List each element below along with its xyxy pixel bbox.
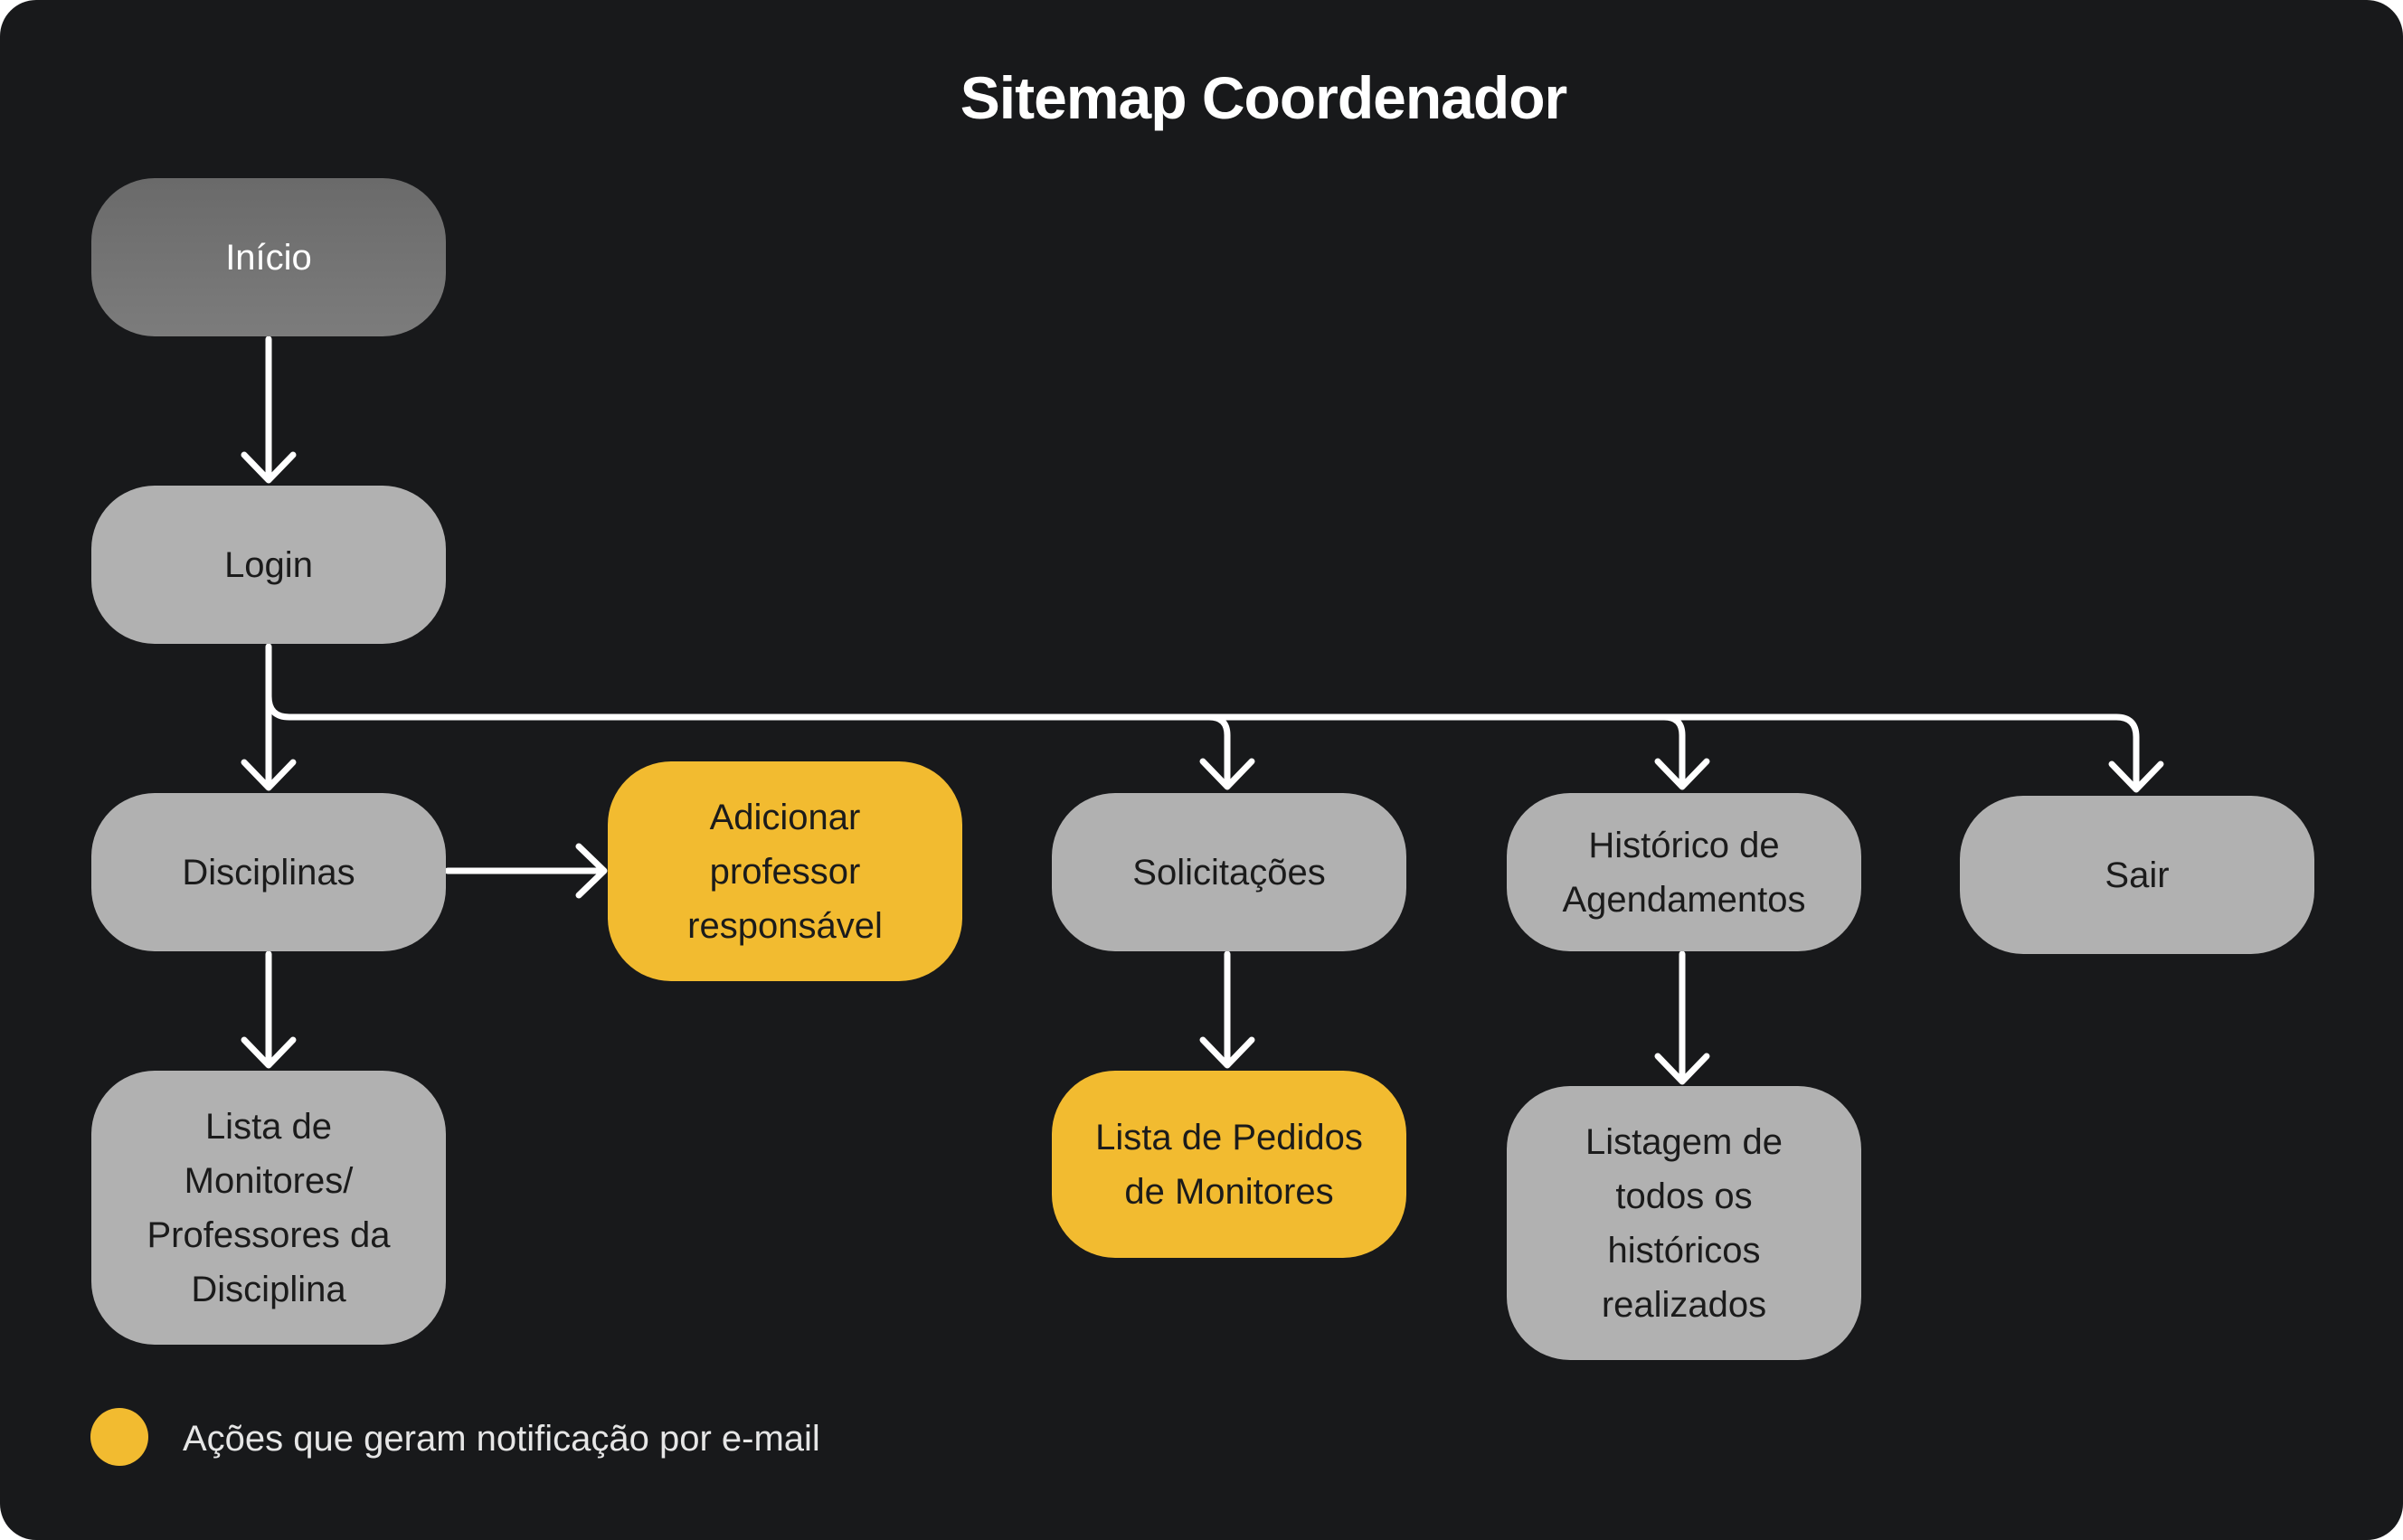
arrowhead-lista-pedidos bbox=[1199, 1036, 1255, 1069]
arrowhead-login bbox=[241, 451, 297, 484]
node-listagem-historicos: Listagem de todos os históricos realizad… bbox=[1507, 1086, 1861, 1360]
node-login: Login bbox=[91, 486, 446, 644]
legend-yellow-swatch bbox=[90, 1408, 148, 1466]
arrowhead-adicionar bbox=[575, 843, 608, 899]
node-lista-monitores: Lista de Monitores/ Professores da Disci… bbox=[91, 1071, 446, 1345]
node-inicio: Início bbox=[91, 178, 446, 336]
arrowhead-solicitacoes bbox=[1199, 758, 1255, 790]
arrowhead-historico bbox=[1654, 758, 1710, 790]
node-sair: Sair bbox=[1960, 796, 2314, 954]
node-historico: Histórico de Agendamentos bbox=[1507, 793, 1861, 951]
arrowhead-sair bbox=[2108, 761, 2164, 793]
node-disciplinas: Disciplinas bbox=[91, 793, 446, 951]
node-adicionar-professor: Adicionar professor responsável bbox=[608, 761, 962, 981]
node-lista-pedidos: Lista de Pedidos de Monitores bbox=[1052, 1071, 1406, 1258]
arrowhead-lista-monitores bbox=[241, 1036, 297, 1069]
legend-label: Ações que geram notificação por e-mail bbox=[183, 1419, 820, 1459]
diagram-title: Sitemap Coordenador bbox=[960, 64, 1567, 131]
edge-bus-historico bbox=[1206, 713, 1686, 788]
edge-bus-sair bbox=[1660, 713, 2140, 790]
arrowhead-listagem bbox=[1654, 1053, 1710, 1085]
node-solicitacoes: Solicitações bbox=[1052, 793, 1406, 951]
arrowhead-disciplinas bbox=[241, 759, 297, 791]
